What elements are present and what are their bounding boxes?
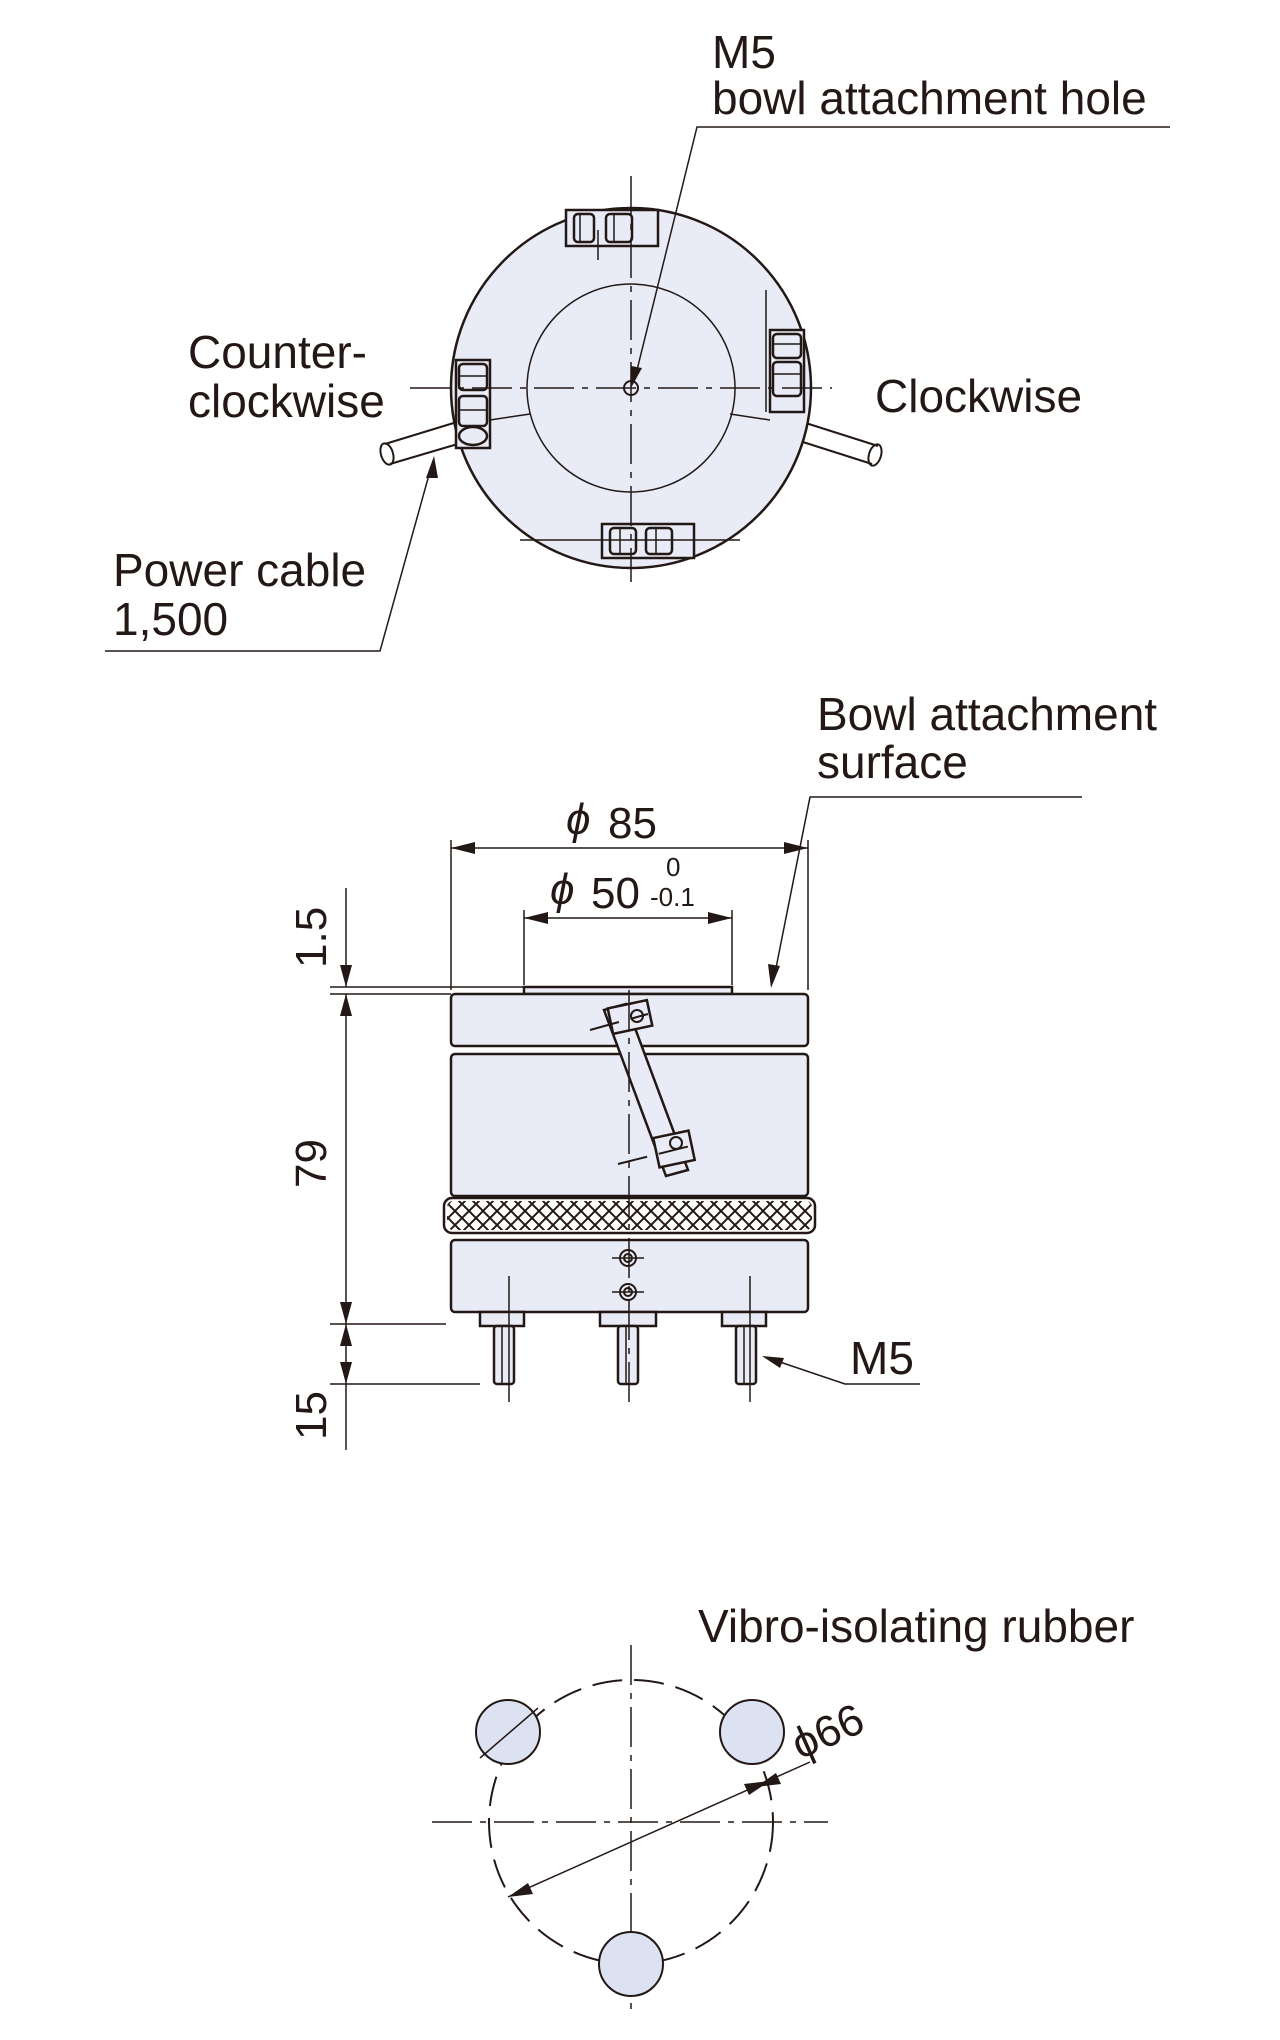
m5-label: M5 [712,26,776,78]
counterclockwise-label-2: clockwise [188,375,385,427]
surface-leader [773,796,1082,979]
dim-79-text: 79 [287,1139,336,1188]
phi85-value: 85 [608,799,657,848]
rubber-foot-right [719,1699,785,1765]
power-cable-label: Power cable [113,544,366,596]
spring-stack-top [564,208,660,248]
power-cable-length: 1,500 [113,593,228,645]
base-screws [612,1249,644,1301]
phi85-symbol: ϕ [566,795,590,844]
phi50-symbol: ϕ [550,865,574,914]
spring-stack-right [768,328,806,414]
dim-1-5-text: 1.5 [287,907,336,968]
foot-center [598,1310,658,1386]
m5-feet-leader [767,1357,920,1385]
bottom-view: ϕ66 Vibro-isolating rubber [432,1600,1134,2015]
phi50-value: 50 [591,869,640,918]
surface-label-1: Bowl attachment [817,688,1157,740]
bowl-hole-label: bowl attachment hole [712,72,1147,124]
foot-left [478,1276,526,1402]
phi50-tol-lower: -0.1 [650,882,695,912]
dim-15-text: 15 [287,1391,336,1440]
rubber-label: Vibro-isolating rubber [698,1600,1134,1652]
m5-feet-label: M5 [850,1332,914,1384]
m5-hole-leader [636,126,1170,371]
top-view: M5 bowl attachment hole Counter- clockwi… [105,26,1170,652]
surface-label-2: surface [817,736,968,788]
spring-stack-left [454,358,492,450]
phi50-tol-upper: 0 [666,852,680,882]
rubber-foot-left [475,1699,541,1765]
phi66-label: ϕ66 [784,1694,871,1769]
rubber-foot-bottom [598,1931,664,1997]
leaf-spring [589,998,697,1178]
spring-stack-bottom [600,522,696,560]
side-view: ϕ 85 ϕ 50 0 -0.1 Bowl attachment surface… [287,688,1157,1450]
power-cable-leader [105,463,433,652]
clockwise-label: Clockwise [875,370,1082,422]
foot-right [720,1276,768,1402]
counterclockwise-label-1: Counter- [188,326,367,378]
